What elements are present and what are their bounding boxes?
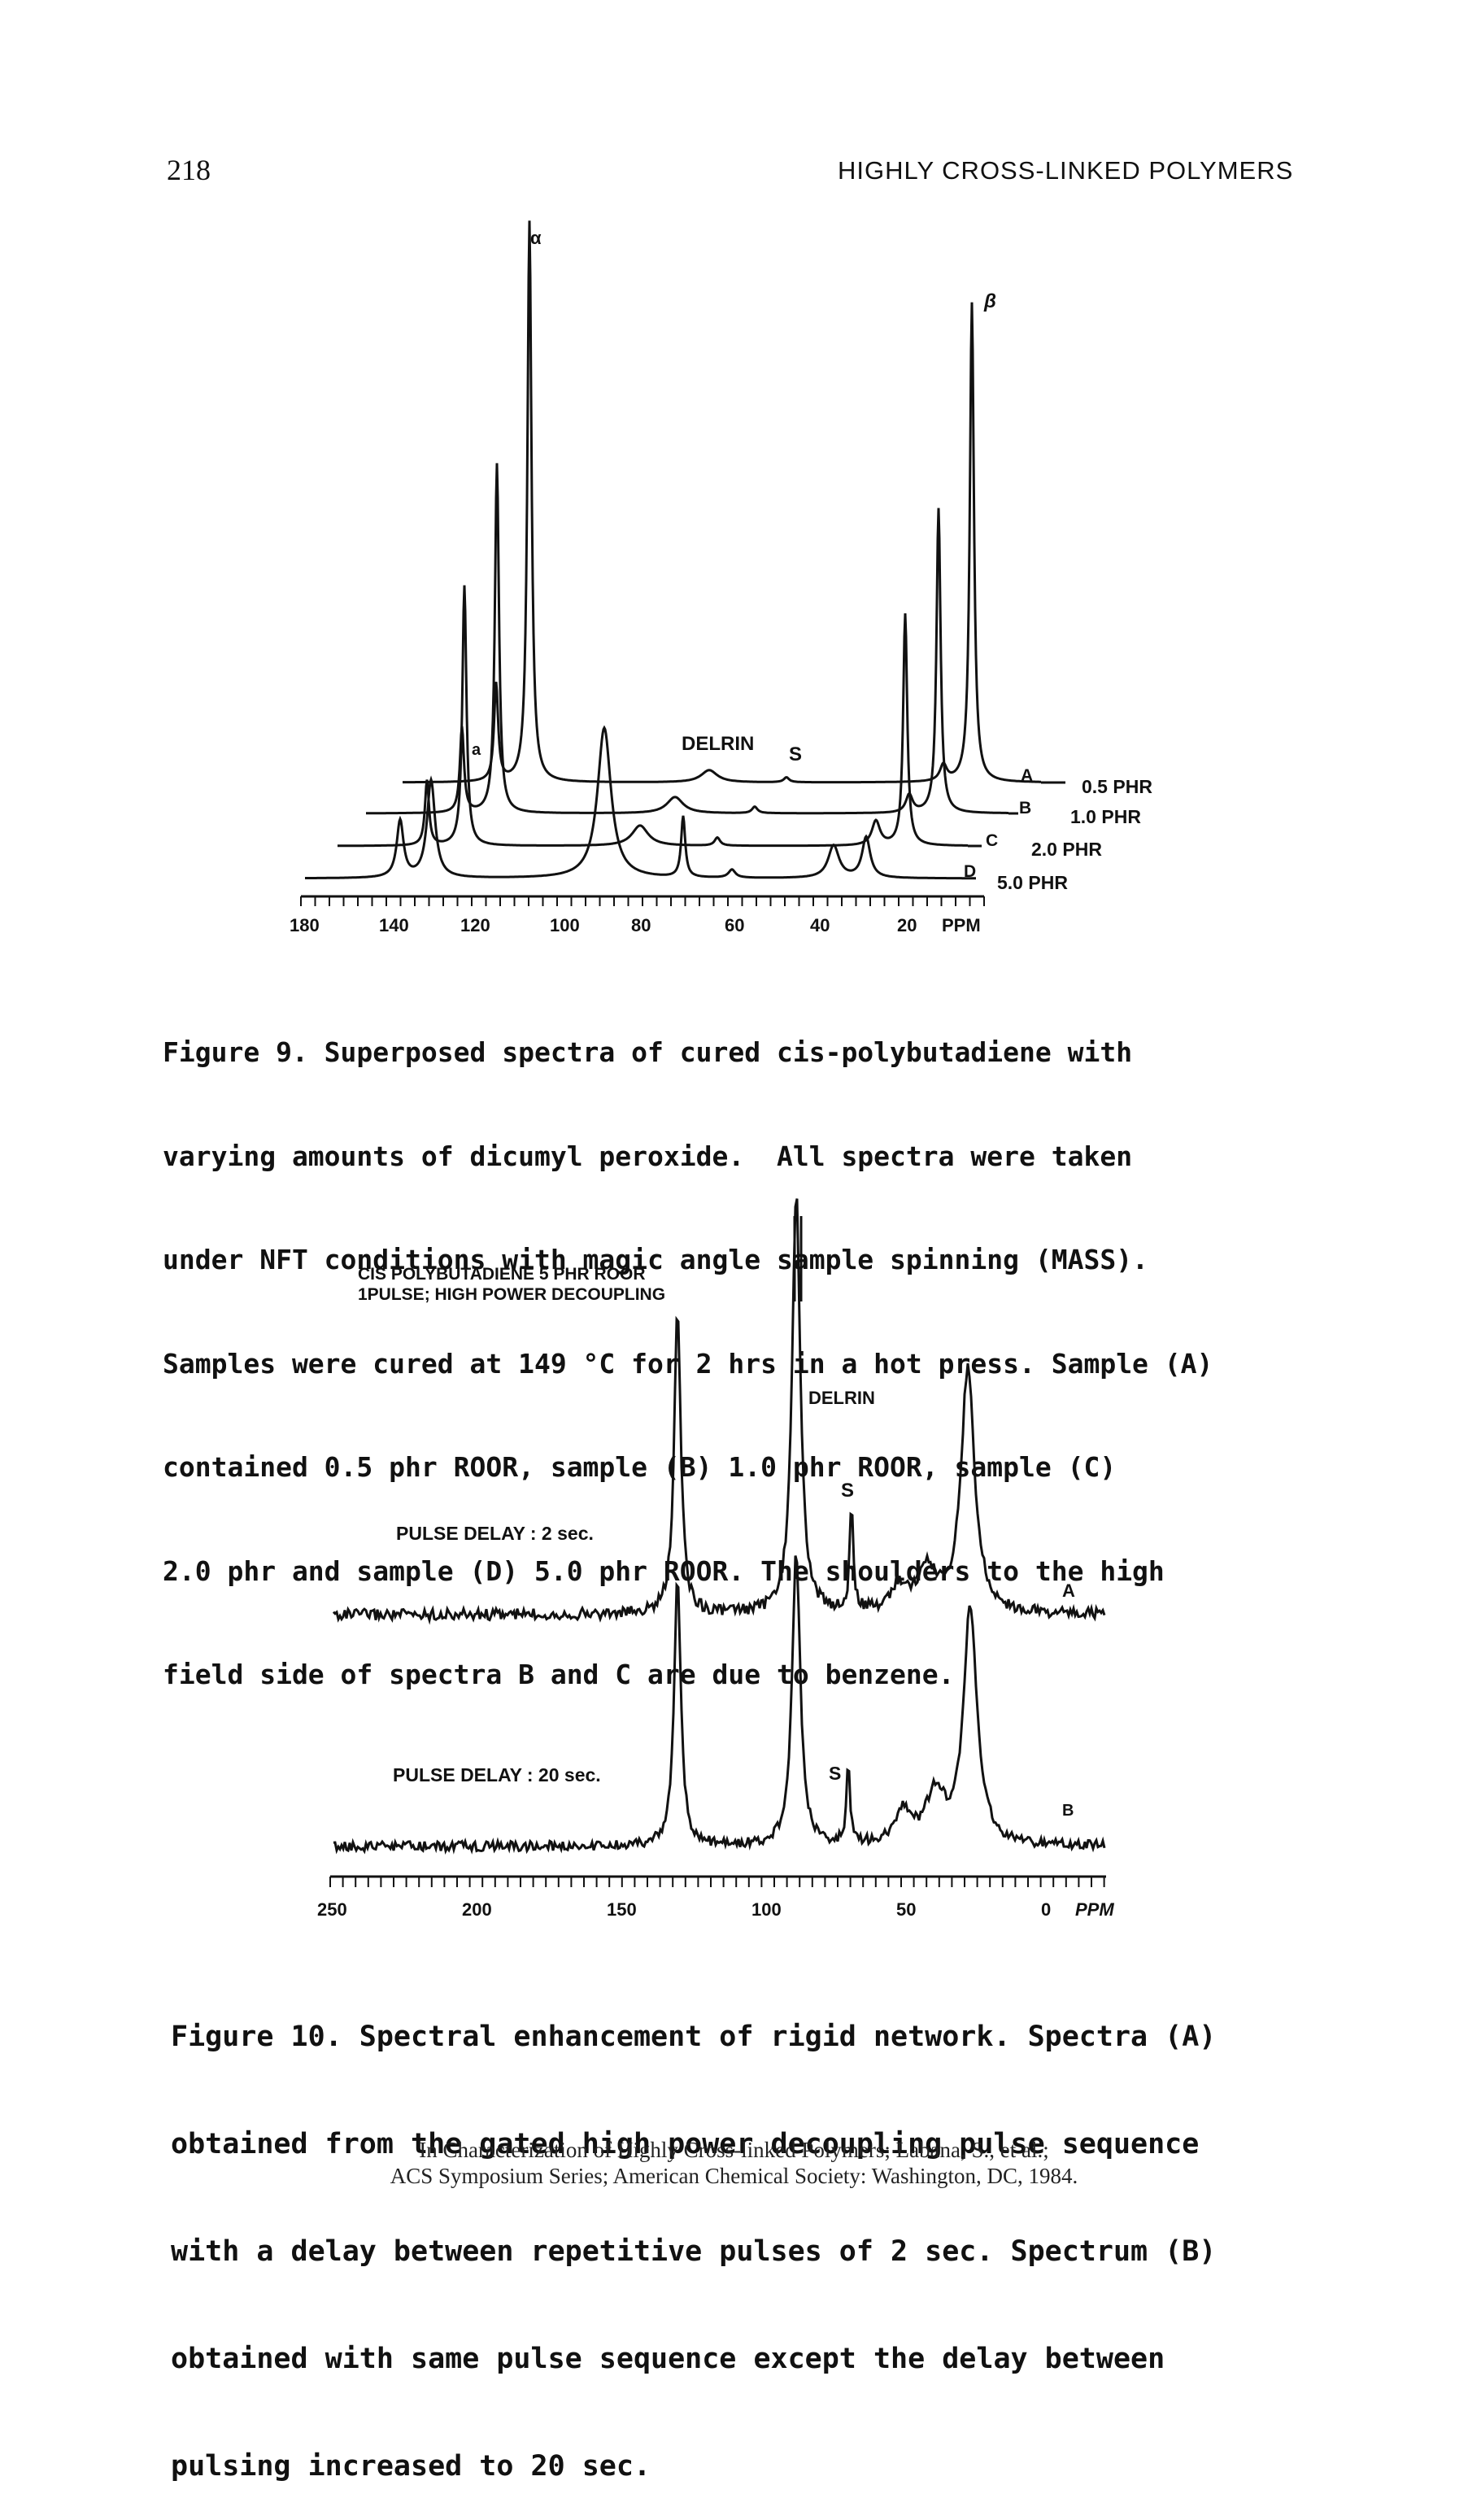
spectrum-b-label: 1.0 PHR <box>1070 806 1141 827</box>
fig10-axis-unit: PPM <box>1075 1899 1114 1920</box>
running-title: HIGHLY CROSS-LINKED POLYMERS <box>838 156 1294 185</box>
pulse-delay-2-label: PULSE DELAY : 2 sec. <box>396 1523 594 1544</box>
caption-line: pulsing increased to 20 sec. <box>171 2450 651 2483</box>
fig9-tick-label: 100 <box>550 915 580 935</box>
source-credit-line-2: ACS Symposium Series; American Chemical … <box>390 2164 1078 2188</box>
caption-line: Samples were cured at 149 °C for 2 hrs i… <box>163 1347 1213 1380</box>
fig10-tick-label: 50 <box>896 1899 916 1920</box>
fig9-tick-label: 120 <box>460 915 490 935</box>
fig10-tick-label: 250 <box>317 1899 347 1920</box>
fig9-tick-label: 140 <box>379 915 409 935</box>
fig10-tick-label: 0 <box>1041 1899 1051 1920</box>
fig10-spectrum-b-trace <box>333 1555 1106 1855</box>
caption-line: obtained from the gated high power decou… <box>171 2128 1200 2160</box>
caption-line: Figure 10. Spectral enhancement of rigid… <box>171 2021 1217 2053</box>
fig9-tick-label: 40 <box>810 915 830 935</box>
figure-9-axis: 180 140 120 100 80 60 40 20 PPM <box>290 895 985 935</box>
fig10-s-label-b: S <box>829 1763 841 1784</box>
spectrum-c-label: 2.0 PHR <box>1031 839 1102 860</box>
fig9-axis-unit: PPM <box>942 915 981 935</box>
fig10-title-line-1: CIS POLYBUTADIENE 5 PHR ROOR <box>358 1265 646 1284</box>
fig10-title-line-2: 1PULSE; HIGH POWER DECOUPLING <box>358 1285 665 1304</box>
caption-line: obtained with same pulse sequence except… <box>171 2343 1165 2375</box>
fig9-tick-label: 60 <box>725 915 744 935</box>
caption-line: Figure 9. Superposed spectra of cured ci… <box>163 1036 1133 1068</box>
beta-peak-label: β <box>983 290 996 312</box>
spectrum-a-label: 0.5 PHR <box>1082 776 1152 797</box>
figure-9-caption: Figure 9. Superposed spectra of cured ci… <box>163 966 1213 1727</box>
figure-10-spectra <box>332 1198 1106 1855</box>
caption-line: field side of spectra B and C are due to… <box>163 1659 955 1690</box>
fig9-tick-label: 80 <box>631 915 651 935</box>
figure-9-spectra <box>305 220 1065 880</box>
a-peak-label: a <box>472 741 481 759</box>
caption-line: under NFT conditions with magic angle sa… <box>163 1244 1148 1275</box>
spectrum-d-trace <box>305 725 976 880</box>
fig10-tick-label: 200 <box>462 1899 492 1920</box>
spectrum-c-id: C <box>986 831 998 850</box>
spectrum-a-trace <box>403 220 1041 784</box>
spectrum-d-label: 5.0 PHR <box>997 872 1068 893</box>
page-number: 218 <box>167 154 211 186</box>
pulse-delay-20-label: PULSE DELAY : 20 sec. <box>393 1764 601 1785</box>
fig10-tick-label: 100 <box>751 1899 782 1920</box>
caption-line: contained 0.5 phr ROOR, sample (B) 1.0 p… <box>163 1451 1117 1483</box>
fig10-spectrum-a-trace <box>332 1198 1106 1625</box>
fig10-s-label-a: S <box>841 1480 854 1502</box>
figure-9: 180 140 120 100 80 60 40 20 PPM α β a DELRIN S A… <box>290 220 1152 935</box>
caption-line: varying amounts of dicumyl peroxide. All… <box>163 1140 1133 1172</box>
figure-10: 250 200 150 100 50 0 PPM CIS POLYBUTADIENE 5 P… <box>317 1198 1114 1920</box>
fig9-tick-label: 20 <box>897 915 917 935</box>
caption-line: 2.0 phr and sample (D) 5.0 phr ROOR. The… <box>163 1554 1165 1587</box>
fig10-spectrum-a-id: A <box>1062 1580 1075 1601</box>
spectrum-d-id: D <box>964 862 976 881</box>
figure-10-caption: Figure 10. Spectral enhancement of rigid… <box>171 1947 1216 2520</box>
spectrum-b-trace <box>366 463 1008 815</box>
delrin-label: DELRIN <box>682 733 754 755</box>
alpha-peak-label: α <box>530 228 542 248</box>
fig10-spectrum-b-id: B <box>1062 1802 1074 1820</box>
solvent-s-label: S <box>789 743 802 765</box>
fig10-delrin-label: DELRIN <box>808 1388 875 1408</box>
caption-line: with a delay between repetitive pulses o… <box>171 2235 1217 2268</box>
spectrum-c-trace <box>338 585 969 848</box>
fig9-tick-label: 180 <box>290 915 320 935</box>
figure-10-axis: 250 200 150 100 50 0 PPM <box>317 1875 1114 1920</box>
spectrum-a-id: A <box>1021 766 1033 785</box>
fig10-tick-label: 150 <box>607 1899 637 1920</box>
source-credit-line-1: In Characterization of Highly Cross-link… <box>419 2138 1049 2162</box>
spectrum-b-id: B <box>1019 799 1031 817</box>
